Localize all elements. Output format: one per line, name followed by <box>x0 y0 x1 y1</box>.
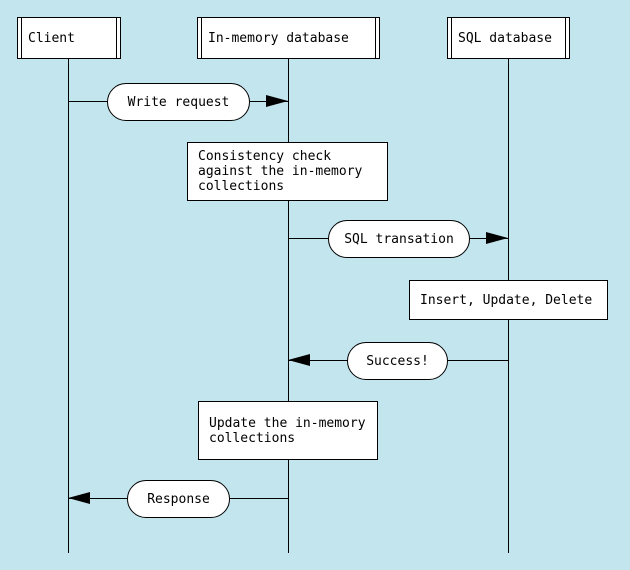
actor-box-inner-edge <box>21 18 22 58</box>
message-pill-sql-transation: SQL transation <box>328 220 470 258</box>
actor-box-inner-edge <box>451 18 452 58</box>
message-label: Response <box>147 491 210 507</box>
arrowhead-left-icon <box>288 354 310 366</box>
note-box-update-collections: Update the in-memory collections <box>198 401 378 460</box>
message-label: Write request <box>127 94 230 110</box>
actor-label: Client <box>28 30 75 46</box>
message-label: SQL transation <box>344 231 454 247</box>
lifeline-client <box>68 59 69 553</box>
actor-box-in-memory-database: In-memory database <box>197 17 380 59</box>
note-text: Update the in-memory collections <box>209 415 366 446</box>
note-text: Insert, Update, Delete <box>420 292 593 308</box>
actor-box-inner-edge <box>375 18 376 58</box>
lifeline-in-memory-database <box>288 59 289 553</box>
arrowhead-right-icon <box>486 232 508 244</box>
actor-label: In-memory database <box>208 30 349 46</box>
arrowhead-right-icon <box>266 95 288 107</box>
actor-box-sql-database: SQL database <box>447 17 570 59</box>
actor-box-inner-edge <box>201 18 202 58</box>
actor-box-inner-edge <box>116 18 117 58</box>
note-box-insert-update-delete: Insert, Update, Delete <box>409 280 608 320</box>
actor-box-client: Client <box>17 17 121 59</box>
note-text: Consistency check against the in-memory … <box>198 149 363 194</box>
actor-box-inner-edge <box>565 18 566 58</box>
message-pill-response: Response <box>127 480 230 518</box>
message-label: Success! <box>366 353 429 369</box>
actor-label: SQL database <box>458 30 552 46</box>
note-box-consistency-check: Consistency check against the in-memory … <box>187 142 388 201</box>
arrowhead-left-icon <box>68 492 90 504</box>
message-pill-success: Success! <box>347 342 448 380</box>
message-pill-write-request: Write request <box>107 83 250 121</box>
